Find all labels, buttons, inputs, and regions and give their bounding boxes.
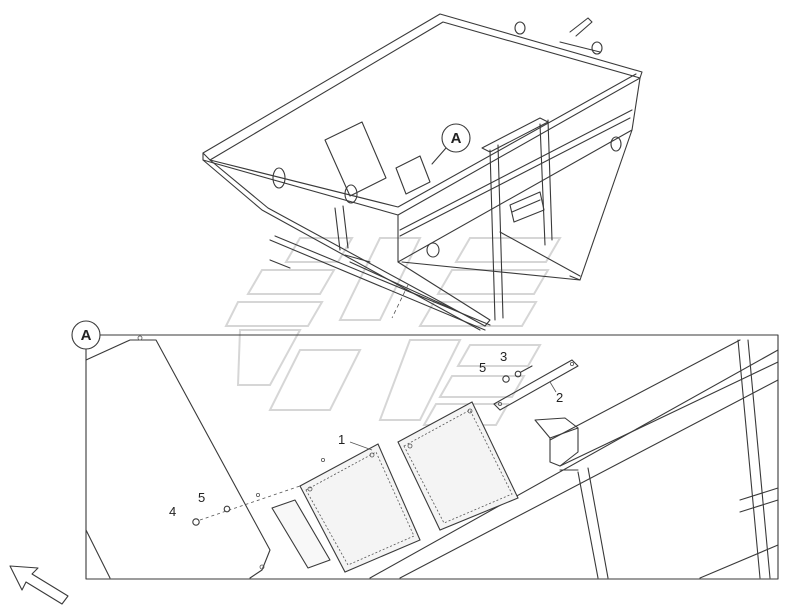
- part-label-3: 3: [500, 349, 507, 364]
- part-label-1: 1: [338, 432, 345, 447]
- part-label-5b: 5: [479, 360, 486, 375]
- callout-a-detail: [71, 320, 101, 350]
- detail-view-frame: [85, 334, 779, 580]
- detail-view-content: [85, 335, 779, 579]
- callout-a-top-label: A: [451, 130, 462, 147]
- part-label-2: 2: [556, 390, 563, 405]
- watermark-logo: [224, 237, 562, 426]
- leader-line: [391, 284, 409, 319]
- part-label-5a: 5: [198, 490, 205, 505]
- hopper-assembly: [202, 13, 643, 331]
- callout-a-detail-label: A: [81, 327, 92, 344]
- arrow-up-left-icon: [9, 565, 69, 605]
- callout-a-top: [431, 123, 471, 165]
- part-label-4: 4: [169, 504, 176, 519]
